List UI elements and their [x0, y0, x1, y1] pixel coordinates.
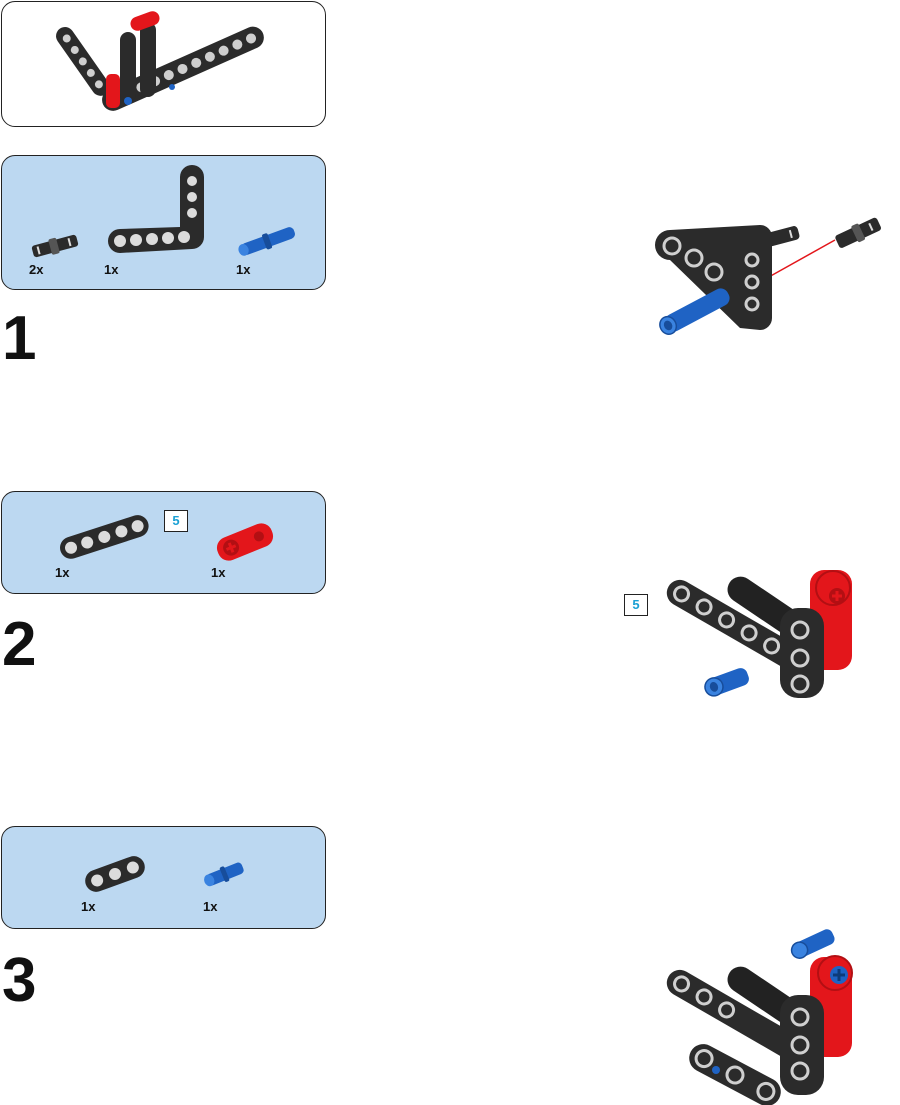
step-3-part-1-qty: 1x — [81, 899, 96, 914]
step-3-number: 3 — [2, 946, 37, 1015]
step-3-parts-panel: 1x 1x — [1, 826, 326, 929]
step-2-assembly-icon — [666, 570, 852, 698]
step-1-part-3-qty: 1x — [236, 262, 251, 277]
l-beam-icon — [108, 165, 204, 253]
step-2-part-2-qty: 1x — [211, 565, 226, 580]
red-cross-connector-icon — [216, 523, 274, 561]
preview-panel — [1, 1, 326, 127]
blue-pin-icon — [204, 862, 244, 887]
model-length-badge: 5 — [624, 594, 648, 616]
black-friction-pin-icon — [31, 234, 79, 258]
step-3-part-2-qty: 1x — [203, 899, 218, 914]
straight-beam-5-icon — [60, 515, 149, 559]
blue-long-pin-icon — [238, 227, 295, 256]
step-2-number: 2 — [2, 610, 37, 679]
step-2-part-1-qty: 1x — [55, 565, 70, 580]
length-badge: 5 — [164, 510, 188, 532]
step-1-parts-panel: 2x 1x 1x — [1, 155, 326, 290]
step-2-parts-panel: 5 1x 1x — [1, 491, 326, 594]
step-1-part-2-qty: 1x — [104, 262, 119, 277]
straight-beam-3-icon — [85, 856, 145, 892]
step-1-part-1-qty: 2x — [29, 262, 44, 277]
finished-assembly-icon — [56, 11, 264, 111]
step-1-number: 1 — [2, 304, 37, 373]
step-3-assembly-icon — [666, 929, 853, 1105]
step-1-assembly-icon — [655, 217, 882, 335]
